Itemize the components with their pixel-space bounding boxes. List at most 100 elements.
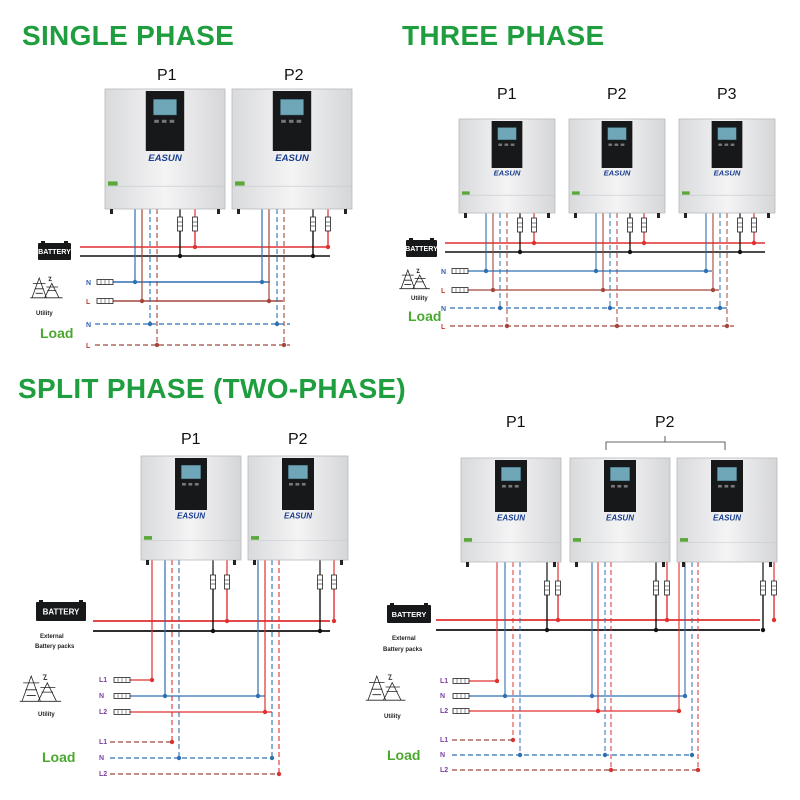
lcd-screen [501,467,521,482]
breaker [210,574,216,590]
lcd-screen [717,127,737,141]
brand-logo: EASUN [177,511,205,520]
junction-dot [627,249,633,255]
breaker [653,580,659,596]
badge [682,191,690,195]
line-label: L [441,288,446,295]
breaker [310,216,316,232]
breaker [737,217,743,233]
switch [96,279,114,285]
panel-button [154,119,159,123]
junction-dot [147,321,153,327]
inverter-unit-split-right-2: EASUN [569,457,671,567]
panel-button [608,143,613,146]
battery-terminal [64,241,68,243]
lcd-screen [181,465,201,480]
panel-button [718,484,722,488]
junction-dot [177,253,183,259]
brand-logo: EASUN [497,513,525,522]
utility-label-split-left: Utility [38,712,55,718]
breaker-body [664,580,670,596]
badge [680,538,688,542]
lightning-mark [416,268,420,273]
panel-button [504,143,509,146]
breaker [325,216,331,232]
panel-button [724,143,729,146]
inverter-unit-split-right-3: EASUN [676,457,778,567]
brand-logo: EASUN [714,168,741,177]
breaker-body [192,216,198,232]
panel-button [182,482,186,486]
foot [553,562,556,567]
line-label: L [86,299,91,306]
switch [96,298,114,304]
title-single-phase: SINGLE PHASE [22,20,235,51]
brand-logo: EASUN [284,511,312,520]
inverter-unit-three-p2: EASUN [568,118,666,218]
junction-dot [139,298,145,304]
breaker-body [210,574,216,590]
battery-caption-split-left: External [40,634,64,640]
unit-label-split-left-p2: P2 [288,431,308,448]
breaker [517,217,523,233]
battery-icon: BATTERY [405,238,438,257]
junction-dot [149,677,155,683]
junction-dot [317,628,323,634]
battery-label: BATTERY [392,610,427,619]
inverter-unit-three-p3: EASUN [678,118,776,218]
foot [464,213,467,218]
battery-caption-split-left: Battery packs [35,644,75,650]
junction-dot [531,240,537,246]
panel-button [514,484,519,488]
breaker-body [177,216,183,232]
breaker [760,580,766,596]
junction-dot [132,279,138,285]
breaker-body [653,580,659,596]
inverter-unit-single-p2: EASUN [231,88,353,214]
line-label: N [99,693,104,700]
junction-dot [325,244,331,250]
unit-label-three-p2: P2 [607,86,627,103]
junction-dot [310,253,316,259]
junction-dot [717,305,723,311]
line-label: N [440,752,445,759]
junction-dot [331,618,337,624]
panel-button [288,119,294,123]
panel-button [617,484,622,488]
breaker-body [224,574,230,590]
junction-dot [771,617,777,623]
lcd-screen [288,465,308,480]
line-label: L2 [440,708,448,715]
line-label: L1 [440,737,448,744]
foot [217,209,220,214]
junction-dot [517,249,523,255]
line-label: N [86,280,91,287]
junction-dot [641,240,647,246]
panel-button [289,482,293,486]
unit-label-split-right-p2: P2 [655,414,675,431]
junction-dot [595,708,601,714]
breaker-body [751,217,757,233]
breaker-body [325,216,331,232]
lcd-screen [610,467,630,482]
inverter-unit-single-p1: EASUN [104,88,226,214]
battery-terminal [424,603,428,605]
line-label: L1 [99,677,107,684]
breaker [192,216,198,232]
battery-body [406,240,437,257]
junction-dot [224,618,230,624]
battery-terminal [39,600,43,602]
foot [684,213,687,218]
battery-terminal [409,238,413,240]
tower-structure [37,682,57,702]
breaker-body [771,580,777,596]
panel-button [510,143,515,146]
switch [451,268,469,274]
battery-body [36,602,86,621]
line-label: L2 [440,767,448,774]
p2-bracket [605,441,726,450]
utility-label-three: Utility [411,296,428,302]
tower-structure [412,274,427,289]
panel-button [724,484,729,488]
battery-terminal [41,241,45,243]
